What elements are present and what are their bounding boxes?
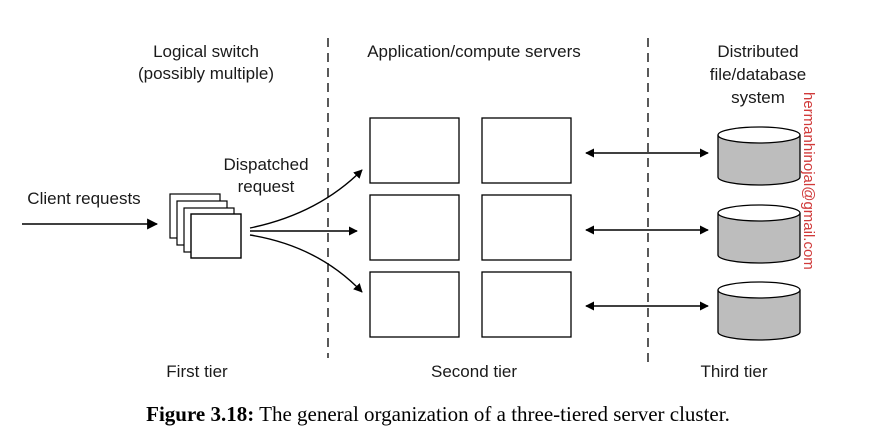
dispatched-sublabel: request — [238, 177, 295, 196]
storage-cylinder — [717, 126, 801, 186]
dispatched-label: Dispatched — [223, 155, 308, 174]
caption-prefix: Figure 3.18: — [146, 402, 254, 426]
dfs-label-line3: system — [731, 88, 785, 107]
app-server — [481, 194, 572, 261]
app-server — [369, 271, 460, 338]
app-servers-label: Application/compute servers — [367, 42, 581, 61]
email-watermark: hermanhinojal@gmail.com — [800, 92, 817, 270]
logical-switch-stack — [169, 193, 242, 259]
storage-cylinder — [717, 204, 801, 264]
figure-caption: Figure 3.18: The general organization of… — [146, 402, 730, 426]
app-server — [369, 117, 460, 184]
dispatch-arrow-top — [249, 169, 363, 229]
dispatch-arrow-bottom — [249, 234, 363, 293]
app-server — [481, 117, 572, 184]
dfs-label-line1: Distributed — [717, 42, 798, 61]
caption-text: The general organization of a three-tier… — [254, 402, 730, 426]
app-server-grid — [369, 117, 572, 338]
storage-cylinder — [717, 281, 801, 341]
first-tier-label: First tier — [166, 362, 228, 381]
app-server — [369, 194, 460, 261]
logical-switch-label: Logical switch — [153, 42, 259, 61]
dfs-label-line2: file/database — [710, 65, 806, 84]
client-requests-label: Client requests — [27, 189, 140, 208]
third-tier-label: Third tier — [700, 362, 767, 381]
second-tier-label: Second tier — [431, 362, 517, 381]
logical-switch-sublabel: (possibly multiple) — [138, 64, 274, 83]
app-server — [481, 271, 572, 338]
